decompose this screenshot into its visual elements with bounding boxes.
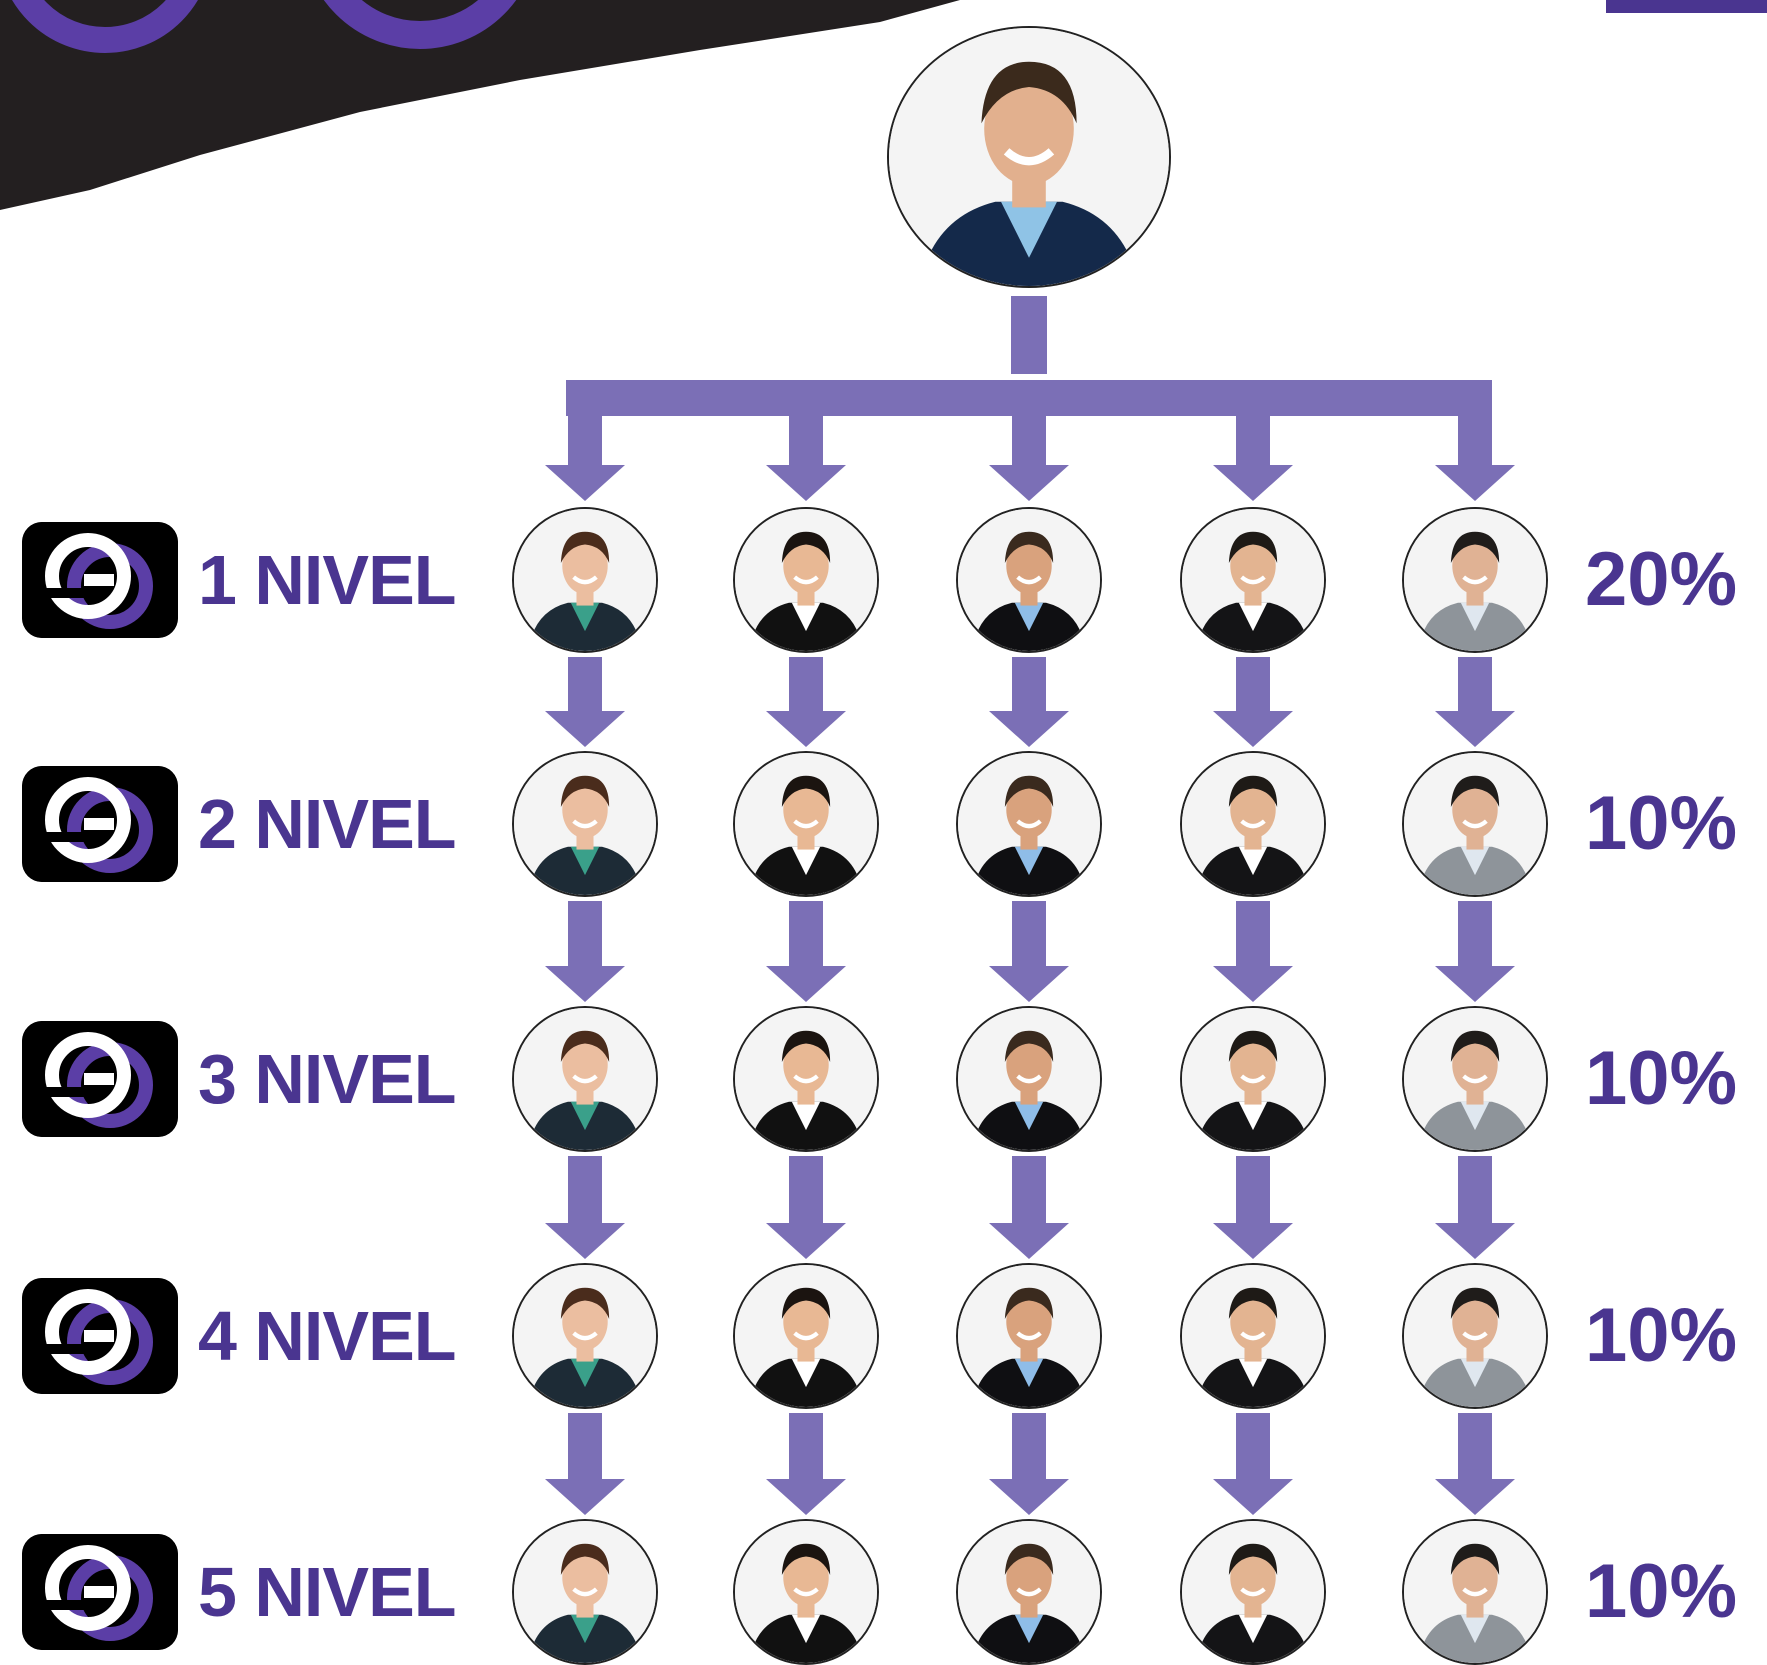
level-arrow-l1-c3 bbox=[989, 657, 1069, 747]
level-4-logo-icon bbox=[22, 1278, 178, 1394]
level-5-logo-icon bbox=[22, 1534, 178, 1650]
level-arrow-l4-c5 bbox=[1435, 1413, 1515, 1515]
member-avatar-l5-c4 bbox=[1180, 1519, 1326, 1665]
branch-arrow-c1 bbox=[545, 380, 625, 501]
member-avatar-l1-c4 bbox=[1180, 507, 1326, 653]
level-4-label: 4 NIVEL bbox=[198, 1297, 457, 1375]
member-avatar-l4-c5 bbox=[1402, 1263, 1548, 1409]
member-avatar-l3-c5 bbox=[1402, 1006, 1548, 1152]
level-1-label: 1 NIVEL bbox=[198, 541, 457, 619]
member-avatar-l3-c1 bbox=[512, 1006, 658, 1152]
member-avatar-l5-c2 bbox=[733, 1519, 879, 1665]
level-arrow-l4-c4 bbox=[1213, 1413, 1293, 1515]
member-avatar-l1-c3 bbox=[956, 507, 1102, 653]
level-2-logo-icon bbox=[22, 766, 178, 882]
level-arrow-l3-c2 bbox=[766, 1156, 846, 1259]
branch-arrow-c4 bbox=[1213, 380, 1293, 501]
member-avatar-l2-c2 bbox=[733, 751, 879, 897]
branch-arrow-c5 bbox=[1435, 380, 1515, 501]
member-avatar-l4-c4 bbox=[1180, 1263, 1326, 1409]
member-avatar-l3-c4 bbox=[1180, 1006, 1326, 1152]
member-avatar-l2-c1 bbox=[512, 751, 658, 897]
level-arrow-l2-c5 bbox=[1435, 901, 1515, 1002]
level-arrow-l4-c2 bbox=[766, 1413, 846, 1515]
level-4-percent: 10% bbox=[1585, 1293, 1738, 1378]
level-arrow-l2-c3 bbox=[989, 901, 1069, 1002]
member-avatar-l1-c2 bbox=[733, 507, 879, 653]
corner-accent-bar bbox=[1606, 0, 1767, 13]
level-arrow-l3-c3 bbox=[989, 1156, 1069, 1259]
level-5-percent: 10% bbox=[1585, 1549, 1738, 1634]
level-3-logo-icon bbox=[22, 1021, 178, 1137]
member-avatar-l1-c1 bbox=[512, 507, 658, 653]
level-3-label: 3 NIVEL bbox=[198, 1040, 457, 1118]
level-arrow-l1-c1 bbox=[545, 657, 625, 747]
level-arrow-l3-c1 bbox=[545, 1156, 625, 1259]
level-1-percent: 20% bbox=[1585, 537, 1738, 622]
level-arrow-l3-c5 bbox=[1435, 1156, 1515, 1259]
level-arrow-l3-c4 bbox=[1213, 1156, 1293, 1259]
member-avatar-l2-c4 bbox=[1180, 751, 1326, 897]
level-5-label: 5 NIVEL bbox=[198, 1553, 457, 1631]
member-avatar-l3-c2 bbox=[733, 1006, 879, 1152]
member-avatar-l5-c5 bbox=[1402, 1519, 1548, 1665]
level-2-label: 2 NIVEL bbox=[198, 785, 457, 863]
member-avatar-l5-c1 bbox=[512, 1519, 658, 1665]
member-avatar-l1-c5 bbox=[1402, 507, 1548, 653]
level-arrow-l1-c5 bbox=[1435, 657, 1515, 747]
branch-arrow-c3 bbox=[989, 380, 1069, 501]
level-arrow-l2-c2 bbox=[766, 901, 846, 1002]
level-2-percent: 10% bbox=[1585, 781, 1738, 866]
member-avatar-l5-c3 bbox=[956, 1519, 1102, 1665]
level-arrow-l1-c2 bbox=[766, 657, 846, 747]
level-1-logo-icon bbox=[22, 522, 178, 638]
level-3-percent: 10% bbox=[1585, 1036, 1738, 1121]
level-arrow-l4-c1 bbox=[545, 1413, 625, 1515]
root-stem bbox=[1011, 296, 1047, 374]
member-avatar-l4-c1 bbox=[512, 1263, 658, 1409]
member-avatar-l4-c3 bbox=[956, 1263, 1102, 1409]
member-avatar-l3-c3 bbox=[956, 1006, 1102, 1152]
member-avatar-l2-c3 bbox=[956, 751, 1102, 897]
member-avatar-l2-c5 bbox=[1402, 751, 1548, 897]
level-arrow-l2-c4 bbox=[1213, 901, 1293, 1002]
level-arrow-l1-c4 bbox=[1213, 657, 1293, 747]
level-arrow-l2-c1 bbox=[545, 901, 625, 1002]
branch-arrow-c2 bbox=[766, 380, 846, 501]
member-avatar-l4-c2 bbox=[733, 1263, 879, 1409]
root-avatar bbox=[887, 26, 1171, 288]
level-arrow-l4-c3 bbox=[989, 1413, 1069, 1515]
